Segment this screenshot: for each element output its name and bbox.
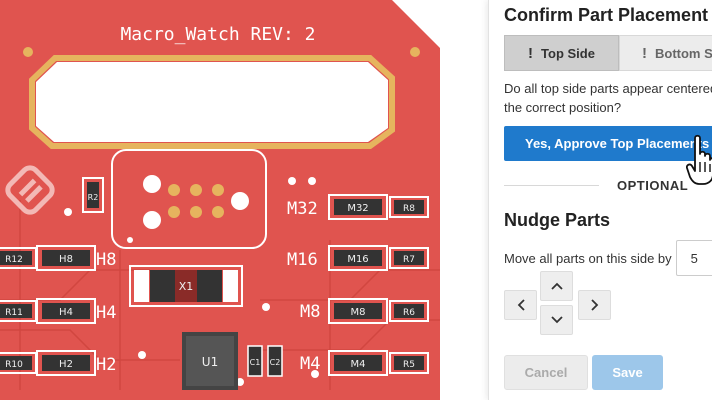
svg-text:M4: M4 [351, 359, 366, 370]
pcb-board-render[interactable]: Macro_Watch REV: 2 [0, 0, 488, 400]
mounting-hole [410, 47, 420, 57]
pcb-viewer[interactable]: Macro_Watch REV: 2 [0, 0, 488, 400]
connector-pins [168, 184, 224, 218]
save-button[interactable]: Save [592, 355, 663, 390]
svg-text:M8: M8 [351, 307, 366, 318]
part-r8[interactable]: R8 [389, 196, 429, 218]
display-window [36, 62, 388, 142]
svg-text:X1: X1 [179, 280, 194, 293]
part-r5[interactable]: R5 [389, 352, 429, 374]
label-m32: M32 [287, 199, 318, 219]
svg-text:U1: U1 [202, 355, 218, 369]
cancel-button[interactable]: Cancel [504, 355, 588, 390]
alert-icon: ! [528, 44, 534, 62]
svg-text:C1: C1 [250, 358, 261, 367]
connector-outline [111, 149, 267, 249]
svg-text:M32: M32 [347, 203, 368, 214]
tab-label: Top Side [541, 45, 595, 61]
part-r10[interactable]: R10 [0, 352, 37, 374]
tab-bottom-side[interactable]: ! Bottom S [619, 35, 712, 71]
svg-text:R6: R6 [403, 308, 415, 318]
connector-hole [143, 211, 161, 229]
svg-text:R12: R12 [5, 255, 23, 265]
svg-text:R8: R8 [403, 204, 415, 214]
nudge-down-button[interactable] [540, 305, 573, 335]
part-r6[interactable]: R6 [389, 300, 429, 322]
panel-title: Confirm Part Placement [504, 5, 709, 25]
part-r7[interactable]: R7 [389, 247, 429, 269]
part-h2[interactable]: H2 [36, 350, 96, 376]
svg-text:H4: H4 [59, 307, 73, 318]
hand-pointer-icon [686, 134, 712, 185]
nudge-left-button[interactable] [504, 290, 537, 320]
svg-text:R10: R10 [5, 360, 23, 370]
part-c1[interactable]: C1 [247, 345, 263, 377]
optional-divider: OPTIONAL [504, 176, 712, 194]
approve-top-placements-button[interactable]: Yes, Approve Top Placements [504, 126, 712, 161]
chevron-up-icon [550, 282, 563, 290]
svg-text:C2: C2 [270, 358, 281, 367]
part-r2[interactable]: R2 [82, 177, 104, 213]
svg-text:R7: R7 [403, 255, 415, 265]
chevron-left-icon [517, 299, 525, 311]
nudge-parts-title: Nudge Parts [504, 210, 611, 230]
label-m4: M4 [300, 354, 320, 374]
tab-top-side[interactable]: ! Top Side [504, 35, 619, 71]
svg-text:R5: R5 [403, 360, 415, 370]
board-title: Macro_Watch REV: 2 [120, 24, 315, 45]
part-m32[interactable]: M32 [328, 194, 388, 220]
vias [64, 177, 319, 386]
label-m16: M16 [287, 250, 318, 270]
alert-icon: ! [642, 44, 647, 62]
part-r11[interactable]: R11 [0, 300, 37, 322]
brand-logo-icon [5, 165, 55, 215]
move-row: Move all parts on this side by [504, 240, 712, 276]
part-u1[interactable]: U1 [182, 332, 238, 390]
label-m8: M8 [300, 302, 320, 322]
confirm-question: Do all top side parts appear centered in… [504, 81, 712, 115]
nudge-up-button[interactable] [540, 271, 573, 301]
side-tabs: ! Top Side ! Bottom S [504, 35, 712, 71]
connector-hole [231, 192, 249, 210]
part-x1[interactable]: X1 [129, 265, 243, 307]
svg-text:M16: M16 [347, 254, 368, 265]
placement-panel: Confirm Part Placement ! Top Side ! Bott… [488, 0, 712, 400]
move-label: Move all parts on this side by [504, 250, 672, 266]
part-r12[interactable]: R12 [0, 247, 37, 269]
nudge-amount-input[interactable] [675, 240, 712, 276]
label-h8: H8 [96, 250, 116, 270]
svg-text:H2: H2 [59, 359, 73, 370]
optional-label: OPTIONAL [617, 177, 689, 193]
part-m4[interactable]: M4 [328, 350, 388, 376]
divider-line [504, 184, 599, 186]
part-h4[interactable]: H4 [36, 298, 96, 324]
part-m16[interactable]: M16 [328, 245, 388, 271]
chevron-right-icon [590, 299, 598, 311]
svg-text:R11: R11 [5, 308, 23, 318]
connector-hole [143, 175, 161, 193]
svg-text:H8: H8 [59, 254, 73, 265]
tab-label: Bottom S [655, 45, 712, 61]
label-h4: H4 [96, 303, 116, 323]
display-window-outline [29, 55, 395, 149]
nudge-right-button[interactable] [578, 290, 611, 320]
svg-text:R2: R2 [88, 193, 99, 202]
label-h2: H2 [96, 355, 116, 375]
part-m8[interactable]: M8 [328, 298, 388, 324]
mounting-hole [23, 47, 33, 57]
part-c2[interactable]: C2 [267, 345, 283, 377]
chevron-down-icon [550, 316, 563, 324]
